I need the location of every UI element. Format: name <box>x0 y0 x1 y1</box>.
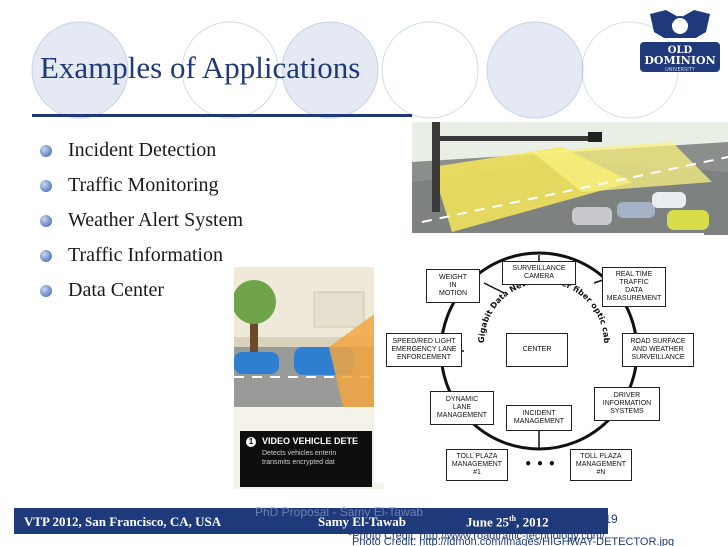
caption-title: VIDEO VEHICLE DETE <box>262 436 359 446</box>
driver-information-node: DRIVER INFORMATION SYSTEMS <box>594 387 660 421</box>
page-number: 19 <box>604 512 618 526</box>
bullet-icon <box>40 179 52 192</box>
footer-author: Samy El-Tawab <box>318 514 407 529</box>
photo-credit-detector: Photo Credit: http://ldmon.com/images/HI… <box>352 536 675 546</box>
footer-bar <box>14 508 608 534</box>
footer-watermark: PhD Proposal - Samy El-Tawab <box>255 505 424 519</box>
bullet-icon <box>40 214 52 227</box>
decorative-circles <box>31 21 679 119</box>
slide-title: Examples of Applications <box>40 50 361 85</box>
incident-management-node: INCIDENT MANAGEMENT <box>506 405 572 431</box>
list-item: Traffic Monitoring <box>40 168 243 203</box>
slide-footer: PhD Proposal - Samy El-Tawab VTP 2012, S… <box>0 505 728 546</box>
svg-text:DOMINION: DOMINION <box>644 54 715 67</box>
caption-body: Detects vehicles enterin transmits encry… <box>262 450 337 466</box>
list-item: Incident Detection <box>40 133 243 168</box>
bullet-icon <box>40 144 52 157</box>
list-item: Traffic Information <box>40 238 243 273</box>
title-underline <box>32 114 412 117</box>
ring-label: Gigabit Data Network over fiber optic ca… <box>374 233 611 344</box>
university-logo: OLD DOMINION UNIVERSITY <box>636 8 724 80</box>
weight-in-motion-node: WEIGHT IN MOTION <box>426 269 480 303</box>
svg-text:OLD: OLD <box>668 45 693 56</box>
svg-text:UNIVERSITY: UNIVERSITY <box>665 67 696 73</box>
footer-date: June 25th, 2012 <box>466 514 549 530</box>
application-list: Incident Detection Traffic Monitoring We… <box>40 133 243 308</box>
bullet-icon <box>40 284 52 297</box>
dynamic-lane-node: DYNAMIC LANE MANAGEMENT <box>430 391 494 425</box>
speed-enforcement-node: SPEED/RED LIGHT EMERGENCY LANE ENFORCEME… <box>386 333 462 367</box>
list-item: Weather Alert System <box>40 203 243 238</box>
toll-plaza-1-node: TOLL PLAZA MANAGEMENT #1 <box>446 449 508 481</box>
footer-conference: VTP 2012, San Francisco, CA, USA <box>24 514 222 529</box>
caption-number: 1 <box>246 437 256 447</box>
road-surface-weather-node: ROAD SURFACE AND WEATHER SURVEILLANCE <box>622 333 694 367</box>
surveillance-camera-node: SURVEILLANCE CAMERA <box>502 261 576 285</box>
svg-text:Gigabit Data Network over fibe: Gigabit Data Network over fiber optic ca… <box>374 233 611 344</box>
bullet-icon <box>40 249 52 262</box>
ellipsis-marker: • • • <box>524 457 556 471</box>
network-diagram: Gigabit Data Network over fiber optic ca… <box>374 233 704 483</box>
photo-credit-road: *Photo Credit: http://www.roadtraffic-te… <box>348 530 605 542</box>
real-time-traffic-node: REAL TIME TRAFFIC DATA MEASUREMENT <box>602 267 666 307</box>
center-node: CENTER <box>506 333 568 367</box>
highway-camera-photo <box>412 122 728 235</box>
list-item: Data Center <box>40 273 243 308</box>
detector-caption: 1 VIDEO VEHICLE DETE Detects vehicles en… <box>240 431 372 487</box>
toll-plaza-n-node: TOLL PLAZA MANAGEMENT #N <box>570 449 632 481</box>
